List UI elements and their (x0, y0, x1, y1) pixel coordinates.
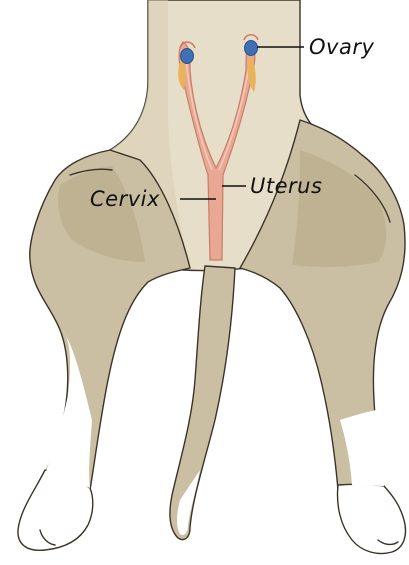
tail (170, 266, 235, 540)
ovary-label: Ovary (309, 35, 374, 59)
uterus-label: Uterus (250, 174, 322, 198)
right-ovary (245, 41, 258, 56)
cervix-label: Cervix (90, 187, 160, 211)
left-ovary (181, 49, 194, 64)
